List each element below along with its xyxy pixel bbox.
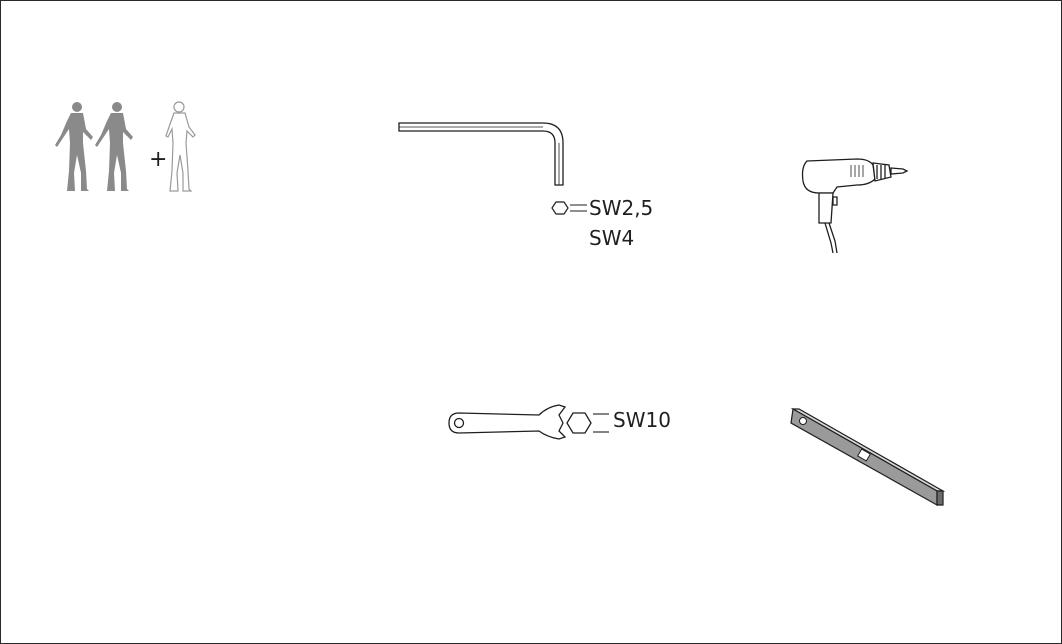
allen-key <box>397 119 577 191</box>
person-silhouette-icon <box>55 101 196 192</box>
wrench <box>447 403 611 443</box>
wrench-size: SW10 <box>613 408 671 432</box>
people-group: + <box>53 99 213 199</box>
allen-key-size-1: SW2,5 <box>589 196 654 220</box>
power-drill-icon <box>801 158 909 254</box>
power-drill <box>797 153 913 257</box>
open-end-wrench-icon <box>448 404 609 440</box>
allen-key-icon <box>398 122 564 186</box>
spirit-level <box>787 407 947 513</box>
hexagon-icon <box>551 201 587 215</box>
allen-key-size-2: SW4 <box>589 226 635 250</box>
allen-key-size-marker <box>549 199 595 217</box>
plus-sign: + <box>149 147 168 172</box>
spirit-level-icon <box>790 408 946 507</box>
